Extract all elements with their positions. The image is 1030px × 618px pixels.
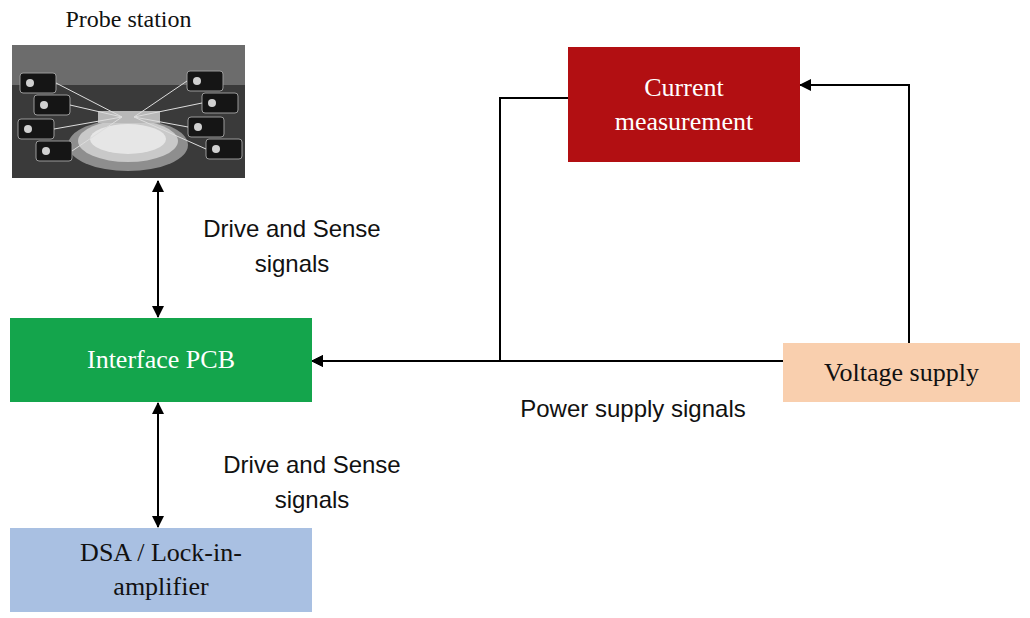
photo-detail	[78, 120, 178, 162]
photo-detail	[98, 111, 160, 123]
edge-label: Drive and Sense signals	[192, 448, 432, 518]
photo-detail	[12, 45, 245, 178]
box-label: Current measurement	[584, 71, 784, 139]
photo-detail	[34, 95, 70, 115]
photo-detail	[206, 139, 242, 159]
photo-detail	[68, 119, 188, 171]
signal-connector	[800, 85, 909, 343]
photo-detail	[70, 105, 122, 117]
photo-detail	[134, 117, 188, 127]
photo-detail	[202, 93, 238, 113]
photo-detail	[18, 119, 54, 139]
process-box: DSA / Lock-in-amplifier	[10, 528, 312, 612]
photo-detail	[90, 124, 166, 154]
photo-detail	[54, 117, 122, 129]
process-box: Current measurement	[568, 47, 800, 162]
photo-detail	[24, 125, 32, 133]
photo-detail	[40, 101, 48, 109]
photo-detail	[193, 77, 201, 85]
photo-detail	[212, 145, 220, 153]
photo-detail	[72, 117, 122, 151]
box-label: DSA / Lock-in-amplifier	[51, 536, 271, 604]
photo-detail	[26, 79, 34, 87]
signal-connector	[157, 181, 159, 317]
photo-detail	[20, 73, 56, 93]
photo-detail	[208, 99, 216, 107]
node-heading: Probe station	[12, 0, 245, 35]
photo-detail	[187, 71, 223, 91]
process-box: Interface PCB	[10, 318, 312, 402]
box-label: Voltage supply	[824, 356, 979, 390]
edge-label: Power supply signals	[486, 392, 780, 427]
photo-detail	[194, 123, 202, 131]
box-label: Interface PCB	[87, 343, 235, 377]
photo-node: Probe station	[12, 0, 245, 178]
process-box: Voltage supply	[783, 343, 1020, 402]
photo-detail	[36, 141, 72, 161]
photo-detail	[188, 117, 224, 137]
photo-detail	[134, 103, 202, 117]
photo-detail	[134, 117, 206, 149]
edge-label: Drive and Sense signals	[172, 212, 412, 282]
probe-station-photo	[12, 45, 245, 178]
photo-detail	[42, 147, 50, 155]
signal-connector	[157, 403, 159, 527]
